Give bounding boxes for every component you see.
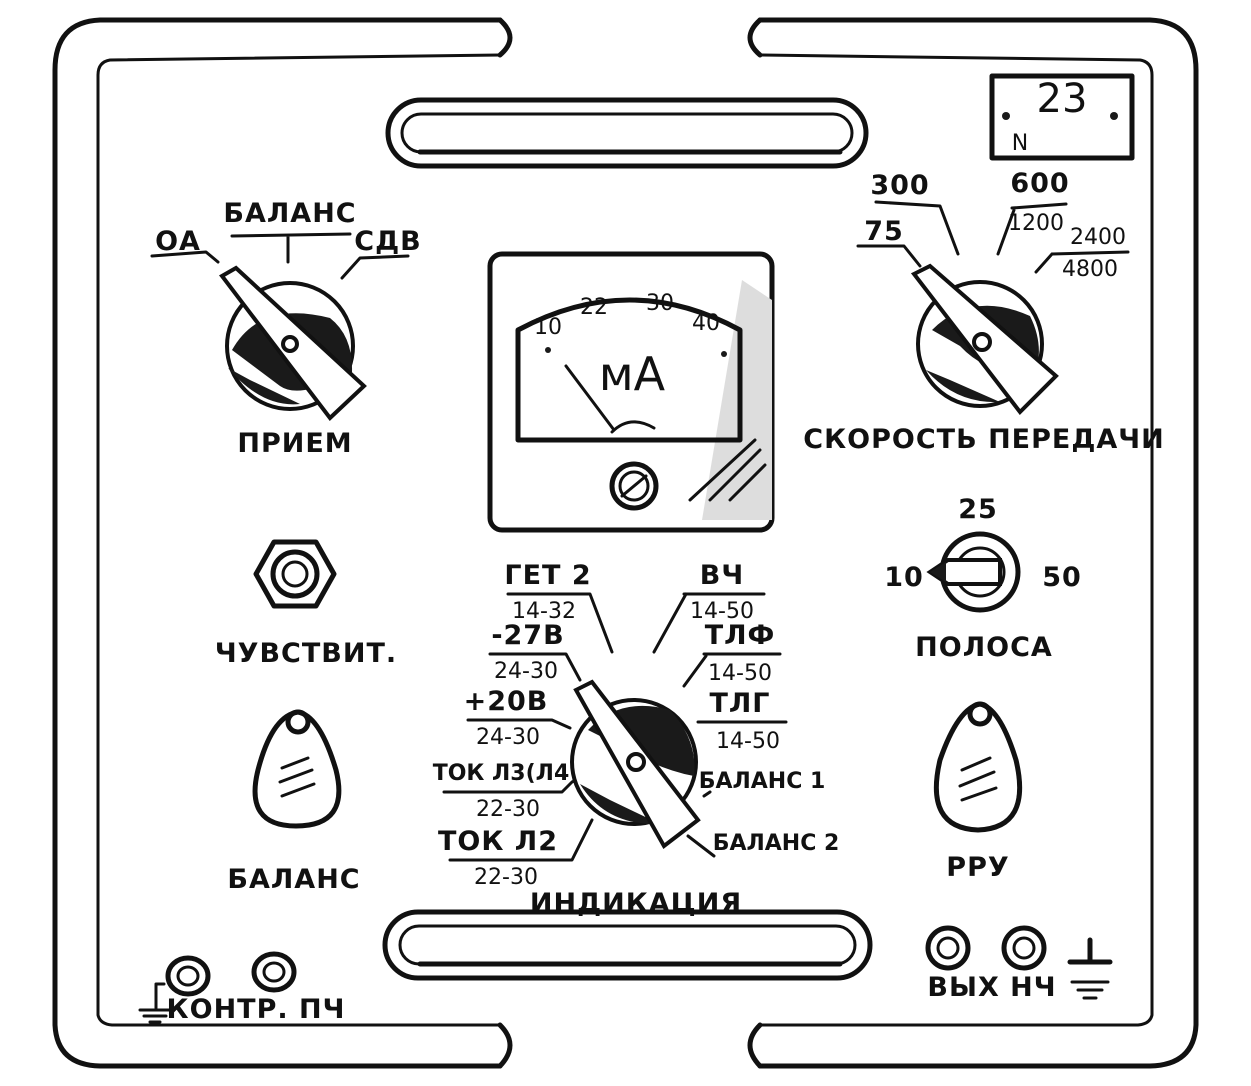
chuvstvit-control[interactable]: ЧУВСТВИТ. [215, 539, 397, 669]
balans-title: БАЛАНС [227, 864, 360, 895]
meter-scale-10: 10 [534, 315, 562, 340]
polosa-lever[interactable] [926, 558, 1002, 586]
ind-right-4-name: БАЛАНС 2 [713, 831, 840, 856]
priem-pos-sdv: СДВ [354, 226, 421, 257]
meter-needle [564, 364, 616, 432]
ind-left-1-range: 24-30 [494, 659, 558, 684]
priem-title: ПРИЕМ [237, 428, 352, 459]
ind-right-2-name: ТЛГ [709, 688, 770, 719]
ind-left-0-range: 14-32 [512, 599, 576, 624]
ind-left-0-name: ГЕТ 2 [504, 560, 591, 591]
meter-unit: мА [599, 347, 666, 401]
vyh-nch-jacks[interactable]: ВЫХ НЧ [925, 925, 1113, 1003]
polosa-toggle[interactable]: 25 10 50 ПОЛОСА [884, 494, 1082, 663]
balans-knob[interactable] [252, 709, 342, 829]
vyh-nch-jack-1[interactable] [925, 925, 971, 971]
ind-left-1-name: -27В [491, 620, 564, 651]
milliammeter: 10 22 30 40 мА [487, 251, 775, 533]
plate-prefix: N [1012, 131, 1028, 156]
ppu-title: РРУ [946, 852, 1009, 883]
ind-left-3-name: ТОК Л3(Л4) [433, 761, 580, 786]
top-handle [385, 97, 869, 169]
ground-symbol-left [138, 982, 172, 1024]
ind-left-3-range: 22-30 [476, 797, 540, 822]
meter-scale-30: 30 [646, 291, 674, 316]
speed-pos-600: 600 [1010, 168, 1069, 199]
kontr-pch-jack-2[interactable] [251, 951, 297, 993]
ind-right-3-name: БАЛАНС 1 [699, 769, 826, 794]
chuvstvit-nut [253, 539, 337, 609]
speed-pos-4800: 4800 [1062, 257, 1118, 282]
speed-pos-2400: 2400 [1070, 225, 1126, 250]
plate-number: 23 [1037, 76, 1088, 122]
ind-right-1-range: 14-50 [708, 661, 772, 686]
ind-left-4-name: ТОК Л2 [438, 826, 558, 857]
ind-right-0-name: ВЧ [700, 560, 744, 591]
balans-knob-group[interactable]: БАЛАНС [227, 709, 360, 895]
priem-switch[interactable]: ОА БАЛАНС СДВ ПРИЕМ [150, 198, 422, 459]
panel-frame [52, 17, 1199, 1069]
speed-pos-300: 300 [870, 170, 929, 201]
speed-pos-1200: 1200 [1008, 211, 1064, 236]
kontr-pch-jacks[interactable]: КОНТР. ПЧ [138, 951, 346, 1025]
meter-window [515, 297, 743, 443]
ind-left-4-range: 22-30 [474, 865, 538, 890]
ind-right-2-range: 14-50 [716, 729, 780, 754]
ground-symbol-right [1067, 937, 1113, 1000]
bottom-handle [382, 909, 873, 981]
kontr-pch-jack-1[interactable] [165, 955, 211, 997]
vyh-nch-jack-2[interactable] [1001, 925, 1047, 971]
ind-left-2-name: +20В [464, 686, 549, 717]
priem-pos-balans: БАЛАНС [223, 198, 356, 229]
ind-right-0-range: 14-50 [690, 599, 754, 624]
ppu-knob-group[interactable]: РРУ [933, 701, 1023, 883]
chuvstvit-title: ЧУВСТВИТ. [215, 638, 397, 669]
indikacia-switch[interactable]: ГЕТ 2 14-32 -27В 24-30 +20В 24-30 ТОК Л3… [433, 560, 840, 919]
indikacia-title: ИНДИКАЦИЯ [530, 888, 742, 919]
polosa-pos-50: 50 [1042, 562, 1082, 593]
vyh-nch-label: ВЫХ НЧ [927, 972, 1056, 1003]
speed-title: СКОРОСТЬ ПЕРЕДАЧИ [803, 424, 1164, 455]
meter-scale-40: 40 [692, 311, 720, 336]
meter-zero-adjust-screw[interactable] [609, 461, 659, 511]
polosa-title: ПОЛОСА [915, 632, 1053, 663]
ppu-knob[interactable] [933, 701, 1023, 833]
speed-switch[interactable]: 75 300 600 1200 2400 4800 СКОРОСТЬ ПЕРЕД… [803, 168, 1164, 455]
polosa-pos-25: 25 [958, 494, 998, 525]
ind-left-2-range: 24-30 [476, 725, 540, 750]
ind-right-1-name: ТЛФ [705, 620, 776, 651]
speed-pos-75: 75 [864, 216, 904, 247]
kontr-pch-label: КОНТР. ПЧ [167, 994, 346, 1025]
serial-plate: 23 N [989, 73, 1135, 161]
polosa-pos-10: 10 [884, 562, 924, 593]
meter-scale-22: 22 [580, 295, 608, 320]
